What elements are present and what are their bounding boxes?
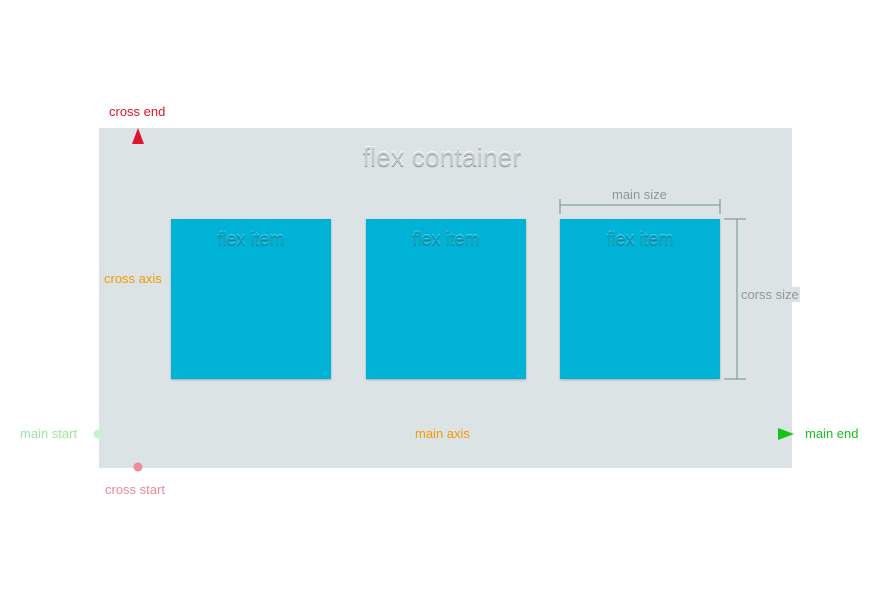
flex-item-1: flex item: [171, 219, 331, 379]
flex-item-label: flex item: [412, 229, 480, 249]
flex-item-3: flex item: [560, 219, 720, 379]
main-size-label: main size: [612, 187, 667, 202]
cross-end-arrowhead: [132, 128, 144, 144]
flex-item-2: flex item: [366, 219, 526, 379]
main-size-bracket: [559, 199, 721, 214]
cross-size-label: corss size: [740, 287, 800, 302]
main-end-arrowhead: [778, 428, 794, 440]
cross-end-label: cross end: [109, 104, 166, 119]
flex-item-label: flex item: [606, 229, 674, 249]
cross-size-bracket: [724, 218, 746, 380]
container-title: flex container: [362, 142, 522, 172]
cross-start-dot: [133, 462, 143, 472]
main-axis-label: main axis: [414, 426, 471, 441]
main-end-label: main end: [805, 426, 859, 441]
cross-axis-label: cross axis: [103, 271, 163, 286]
main-start-label: main start: [20, 426, 78, 441]
cross-start-label: cross start: [105, 482, 165, 497]
main-start-dot: [93, 429, 103, 439]
flex-item-label: flex item: [217, 229, 285, 249]
